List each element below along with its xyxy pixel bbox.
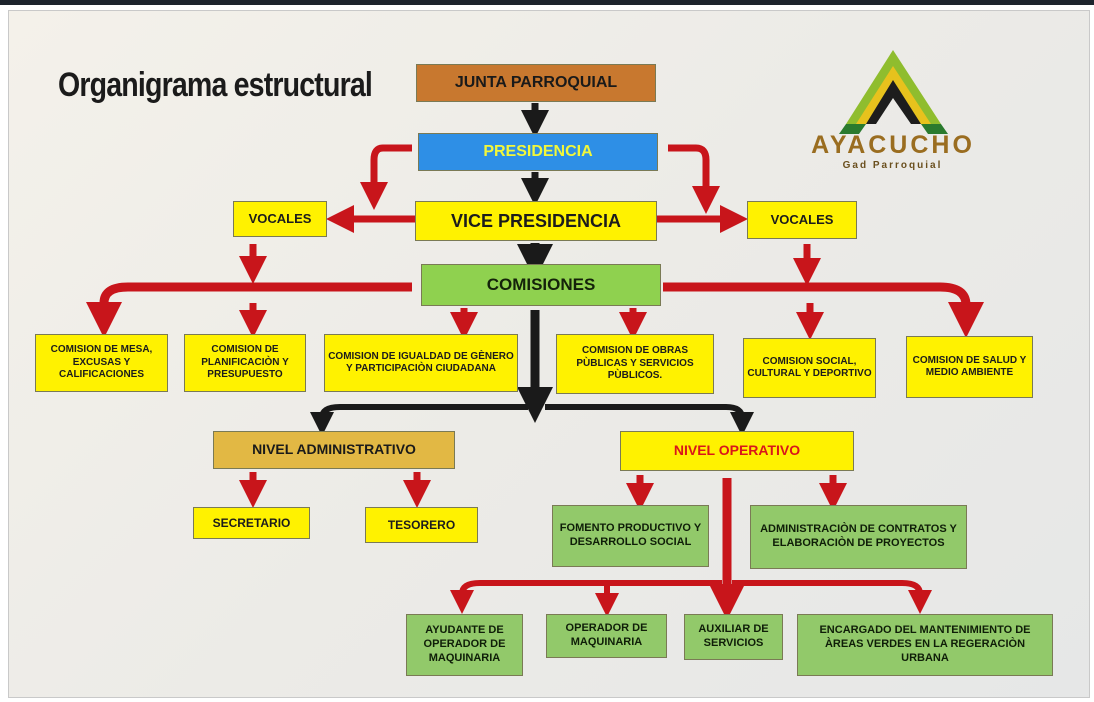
logo-name: AYACUCHO bbox=[811, 131, 975, 159]
arrow-to-ayudante bbox=[450, 580, 722, 614]
node-comision-social: COMISION SOCIAL, CULTURAL Y DEPORTIVO bbox=[743, 338, 876, 398]
node-vice-presidencia: VICE PRESIDENCIA bbox=[415, 201, 657, 241]
node-comision-igualdad: COMISION DE IGUALDAD DE GÈNERO Y PARTICI… bbox=[324, 334, 518, 392]
node-tesorero: TESORERO bbox=[365, 507, 478, 543]
node-vocales-left: VOCALES bbox=[233, 201, 327, 237]
ayacucho-logo-mark bbox=[839, 50, 948, 134]
arrow-presidencia-left bbox=[360, 144, 412, 210]
node-auxiliar-servicios: AUXILIAR DE SERVICIOS bbox=[684, 614, 783, 660]
node-comision-mesa: COMISION DE MESA, EXCUSAS Y CALIFICACION… bbox=[35, 334, 168, 392]
node-presidencia: PRESIDENCIA bbox=[418, 133, 658, 171]
node-comision-planificacion: COMISION DE PLANIFICACIÒN Y PRESUPUESTO bbox=[184, 334, 306, 392]
node-secretario: SECRETARIO bbox=[193, 507, 310, 539]
node-junta-parroquial: JUNTA PARROQUIAL bbox=[416, 64, 656, 102]
node-encargado-areas-verdes: ENCARGADO DEL MANTENIMIENTO DE ÀREAS VER… bbox=[797, 614, 1053, 676]
node-vocales-right: VOCALES bbox=[747, 201, 857, 239]
node-nivel-operativo: NIVEL OPERATIVO bbox=[620, 431, 854, 471]
window-top-bar bbox=[0, 0, 1094, 5]
arrow-to-nivel-operativo bbox=[545, 404, 754, 436]
node-comision-salud: COMISION DE SALUD Y MEDIO AMBIENTE bbox=[906, 336, 1033, 398]
arrow-comisiones-right bbox=[663, 282, 984, 338]
arrow-comisiones-left bbox=[86, 282, 412, 338]
logo-subtitle: Gad Parroquial bbox=[842, 160, 943, 171]
arrow-to-nivel-admin bbox=[310, 404, 528, 436]
node-nivel-administrativo: NIVEL ADMINISTRATIVO bbox=[213, 431, 455, 469]
arrow-to-encargado bbox=[732, 580, 932, 614]
page-title: Organigrama estructural bbox=[58, 66, 373, 104]
arrow-presidencia-right bbox=[668, 144, 720, 214]
node-operador-maquinaria: OPERADOR DE MAQUINARIA bbox=[546, 614, 667, 658]
node-comisiones: COMISIONES bbox=[421, 264, 661, 306]
node-ayudante-operador: AYUDANTE DE OPERADOR DE MAQUINARIA bbox=[406, 614, 523, 676]
node-administracion-contratos: ADMINISTRACIÒN DE CONTRATOS Y ELABORACIÒ… bbox=[750, 505, 967, 569]
node-comision-obras: COMISION DE OBRAS PÙBLICAS Y SERVICIOS P… bbox=[556, 334, 714, 394]
node-fomento-productivo: FOMENTO PRODUCTIVO Y DESARROLLO SOCIAL bbox=[552, 505, 709, 567]
